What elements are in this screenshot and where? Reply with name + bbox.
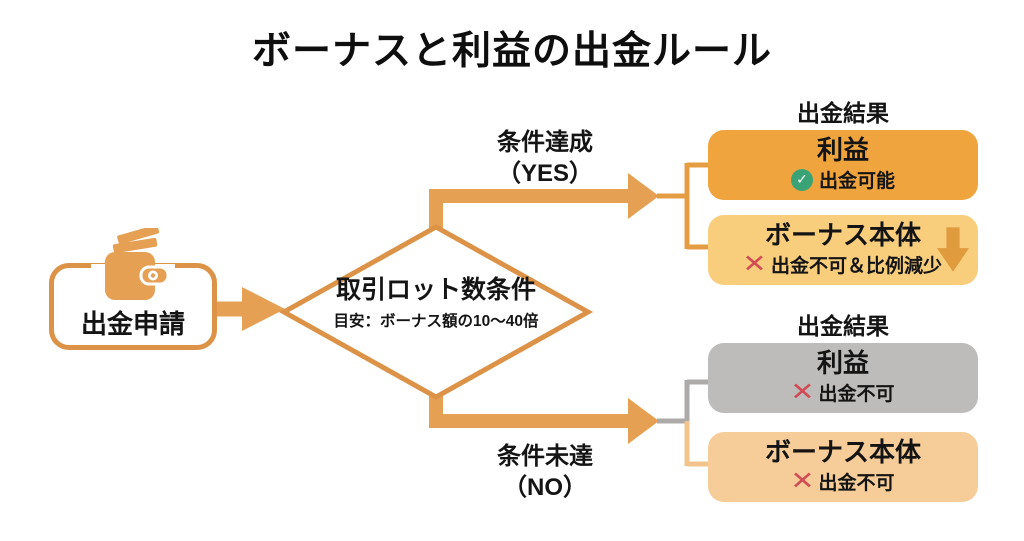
start-node-label: 出金申請 [80, 309, 185, 339]
result-title: 利益 [816, 134, 869, 165]
result-profit-withdrawable: 利益 ✓ 出金可能 [708, 130, 978, 200]
check-icon: ✓ [790, 168, 813, 191]
result-status: 出金不可 [818, 473, 895, 495]
result-bonus-blocked: ボーナス本体 ✕ 出金不可 [708, 432, 978, 502]
results-top-heading: 出金結果 [797, 100, 889, 126]
wallet-icon [91, 228, 175, 300]
start-to-decision-arrow [215, 287, 285, 331]
yes-branch-label: 条件達成 （YES） [496, 129, 594, 188]
cross-icon: ✕ [789, 467, 815, 496]
cross-icon: ✕ [789, 378, 815, 407]
decision-diamond [278, 224, 594, 400]
down-arrow-icon [937, 227, 969, 272]
result-title: 利益 [816, 347, 869, 378]
results-bottom-heading: 出金結果 [797, 313, 889, 339]
result-title: ボーナス本体 [764, 219, 921, 250]
start-node: 出金申請 [49, 228, 217, 350]
result-status: 出金不可 [818, 384, 895, 406]
decision-node: 取引ロット数条件 目安：ボーナス額の10〜40倍 [286, 276, 586, 331]
result-bonus-reduced: ボーナス本体 ✕ 出金不可＆比例減少 [708, 215, 978, 285]
result-title: ボーナス本体 [764, 436, 921, 467]
result-status: 出金可能 [818, 171, 895, 193]
page-title: ボーナスと利益の出金ルール [251, 30, 772, 73]
decision-note: 目安：ボーナス額の10〜40倍 [333, 312, 539, 330]
no-bracket-connector-gray [657, 379, 709, 424]
yes-bracket-connector [657, 162, 709, 250]
no-branch-label: 条件未達 （NO） [497, 443, 593, 502]
cross-icon: ✕ [742, 250, 767, 279]
no-branch-arrow [429, 381, 659, 444]
result-status: 出金不可＆比例減少 [770, 256, 942, 278]
no-bracket-connector-peach [684, 421, 709, 467]
result-profit-blocked: 利益 ✕ 出金不可 [708, 343, 978, 413]
decision-label: 取引ロット数条件 [335, 276, 536, 304]
